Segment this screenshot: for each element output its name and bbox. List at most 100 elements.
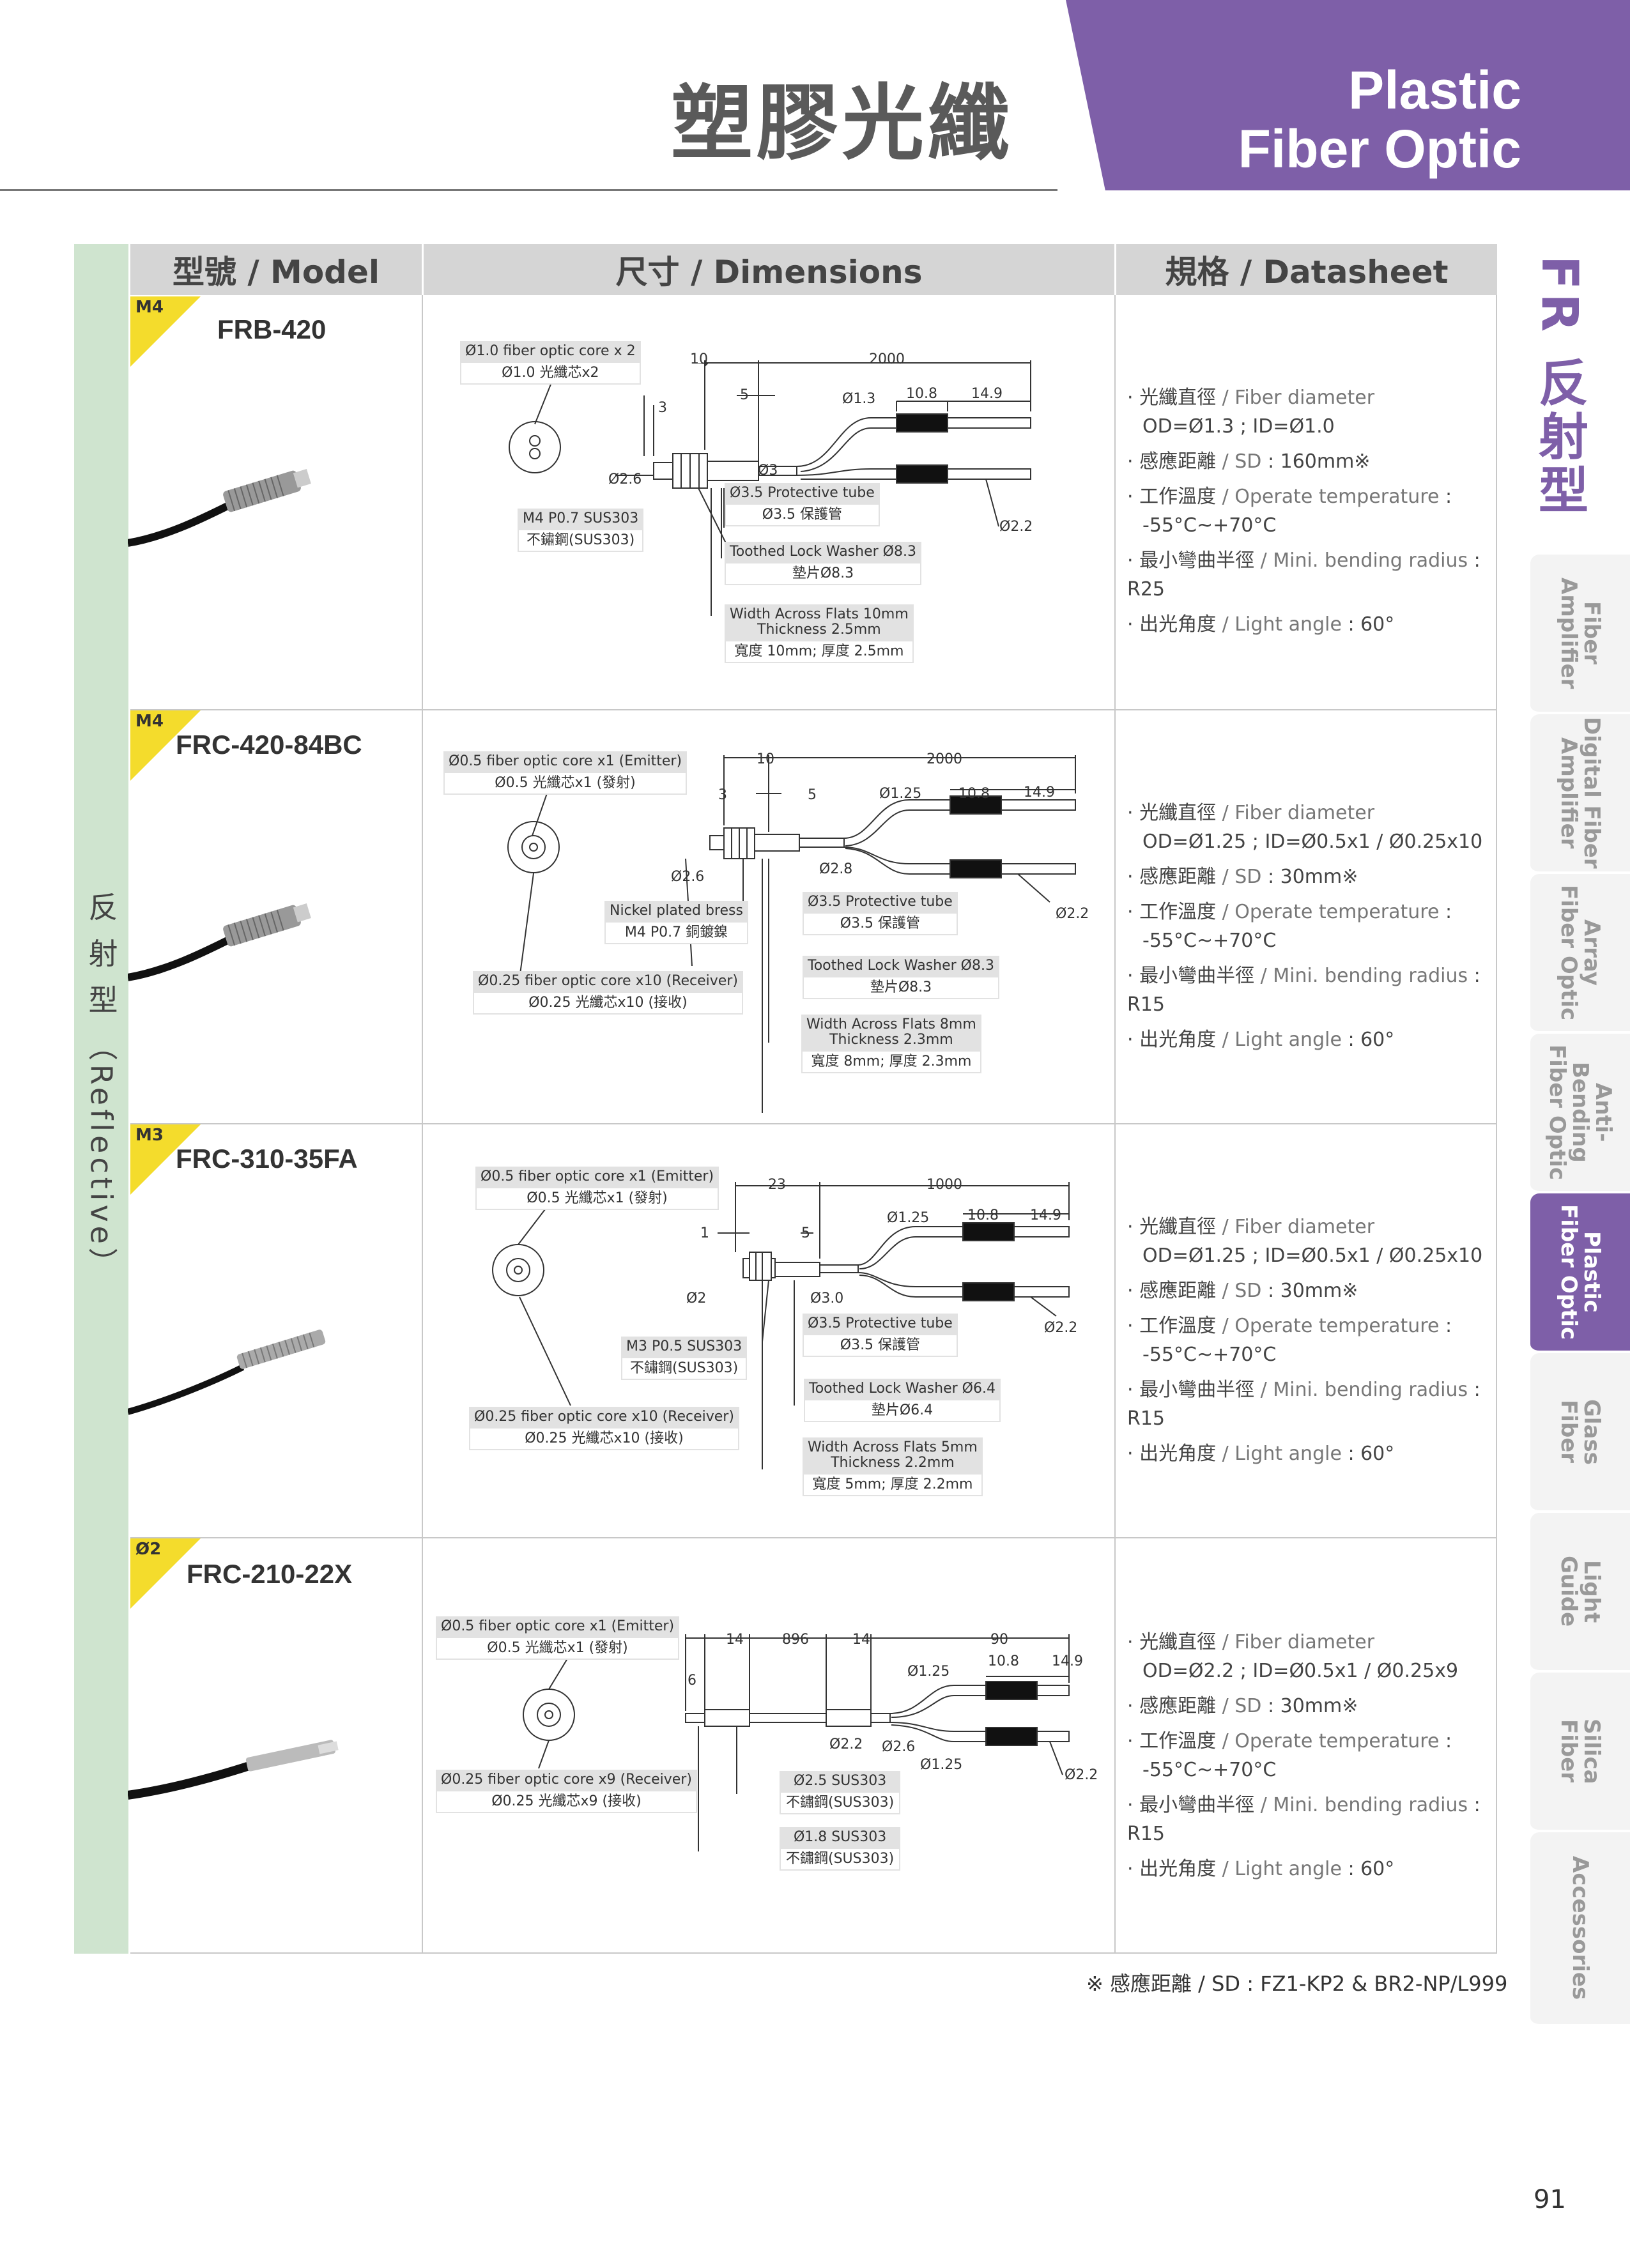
tab-accessories[interactable]: Accessories (1530, 1832, 1630, 2027)
dim-callout: Ø0.25 fiber optic core x9 (Receiver) Ø0.… (436, 1770, 697, 1813)
separator: / (1216, 1730, 1235, 1752)
spec-value: : R25 (1127, 549, 1480, 601)
spec-item: · 工作溫度 / Operate temperature :-55°C~+70°… (1127, 1727, 1491, 1784)
callout-line-2: Ø0.5 光纖芯x1 (發射) (475, 1187, 719, 1210)
section-title: FR 反射型 (1527, 256, 1591, 537)
spec-line: · 光纖直徑 / Fiber diameter (1127, 1213, 1491, 1241)
spec-value: : R15 (1127, 1794, 1480, 1845)
tab-anti-bending-fiber-optic[interactable]: Anti-Bending Fiber Optic (1530, 1034, 1630, 1193)
spec-label-cjk: 最小彎曲半徑 (1139, 965, 1255, 987)
bullet: · (1127, 1280, 1140, 1302)
thread-badge (130, 1538, 201, 1609)
category-label-text: 反 射 型 （Reflective） (84, 891, 119, 1281)
separator: / (1254, 965, 1273, 987)
dim-value: Ø2 (686, 1291, 707, 1306)
spec-label-en: Light angle (1234, 1029, 1342, 1051)
bullet: · (1127, 866, 1140, 888)
dim-value: 10 (690, 351, 708, 367)
tab-digital-fiber-amplifier[interactable]: Digital Fiber Amplifier (1530, 714, 1630, 874)
spec-item: · 感應距離 / SD : 30mm※ (1127, 1692, 1491, 1720)
grid-line (1114, 295, 1116, 1954)
dim-callout: Ø0.25 fiber optic core x10 (Receiver) Ø0… (469, 1407, 739, 1450)
spec-line: · 出光角度 / Light angle : 60° (1127, 1025, 1491, 1054)
callout-line-2: 寬度 8mm; 厚度 2.3mm (801, 1050, 981, 1073)
thread-badge (130, 1124, 201, 1195)
dim-value: 10.8 (967, 1207, 999, 1223)
dim-callout: Ø3.5 Protective tube Ø3.5 保護管 (725, 483, 880, 526)
callout-line-1: Nickel plated bress (604, 901, 748, 921)
spec-label-cjk: 感應距離 (1139, 1695, 1217, 1717)
tab-fiber-amplifier[interactable]: Fiber Amplifier (1530, 555, 1630, 714)
dim-callout: Width Across Flats 10mm Thickness 2.5mm … (725, 604, 914, 663)
dim-value: Ø1.25 (920, 1757, 963, 1773)
thread-badge (130, 296, 201, 367)
spec-label-en: Light angle (1234, 613, 1342, 636)
spec-item: · 最小彎曲半徑 / Mini. bending radius : R15 (1127, 1375, 1491, 1433)
bullet: · (1127, 1443, 1140, 1465)
dim-value: 14.9 (1052, 1653, 1083, 1669)
spec-item: · 工作溫度 / Operate temperature :-55°C~+70°… (1127, 898, 1491, 955)
dim-callout: Ø1.0 fiber optic core x 2 Ø1.0 光纖芯x2 (460, 341, 641, 385)
spec-line: · 工作溫度 / Operate temperature : (1127, 1312, 1491, 1340)
dim-value: Ø2.2 (1065, 1767, 1098, 1783)
dim-callout: M3 P0.5 SUS303 不鏽鋼(SUS303) (621, 1337, 748, 1380)
spec-label-en: Operate temperature (1234, 1730, 1440, 1752)
spec-item: · 出光角度 / Light angle : 60° (1127, 1855, 1491, 1883)
callout-line-1: Ø1.8 SUS303 (780, 1827, 901, 1848)
dim-value: 2000 (869, 351, 905, 367)
dim-callout: M4 P0.7 SUS303 不鏽鋼(SUS303) (518, 509, 644, 552)
spec-label-en: Fiber diameter (1234, 1216, 1375, 1238)
col-header-datasheet: 規格 / Datasheet (1116, 244, 1497, 295)
separator: / (1216, 1695, 1235, 1717)
tab-label: Light Guide (1556, 1556, 1604, 1627)
callout-line-1: Ø1.0 fiber optic core x 2 (460, 341, 641, 362)
spec-value: : (1439, 1315, 1452, 1337)
tab-label: Plastic Fiber Optic (1556, 1204, 1604, 1340)
dimension-drawing-frc-310-35fa (492, 1182, 1070, 1469)
dim-value: 6 (688, 1673, 696, 1689)
spec-label-cjk: 光纖直徑 (1139, 1216, 1217, 1238)
spec-label-en: Operate temperature (1234, 486, 1440, 508)
callout-line-1: Ø0.5 fiber optic core x1 (Emitter) (436, 1616, 680, 1637)
bullet: · (1127, 387, 1140, 409)
spec-value: : 30mm※ (1261, 866, 1358, 888)
bullet: · (1127, 1315, 1140, 1337)
dim-value: 90 (990, 1632, 1008, 1648)
spec-label-en: Mini. bending radius (1273, 1794, 1468, 1816)
bullet: · (1127, 486, 1140, 508)
dim-value: Ø2.6 (882, 1739, 916, 1755)
tab-plastic-fiber-optic[interactable]: Plastic Fiber Optic (1530, 1193, 1630, 1353)
dim-value: Ø2.6 (671, 869, 705, 885)
spec-item: · 感應距離 / SD : 30mm※ (1127, 862, 1491, 891)
bullet: · (1127, 1631, 1140, 1653)
tab-label: Array Fiber Optic (1556, 884, 1604, 1021)
grid-line (422, 295, 423, 1954)
dim-callout: Nickel plated bress M4 P0.7 銅鍍鎳 (604, 901, 748, 944)
dim-callout: Toothed Lock Washer Ø8.3 墊片Ø8.3 (803, 956, 999, 999)
dim-value: 10 (757, 751, 774, 767)
callout-line-2: 不鏽鋼(SUS303) (780, 1791, 901, 1814)
separator: / (1216, 1443, 1235, 1465)
separator: / (1216, 613, 1235, 636)
spec-line: · 出光角度 / Light angle : 60° (1127, 1855, 1491, 1883)
tab-array-fiber-optic[interactable]: Array Fiber Optic (1530, 874, 1630, 1034)
tab-glass-fiber[interactable]: Glass Fiber (1530, 1353, 1630, 1513)
callout-line-2: 墊片Ø8.3 (803, 976, 999, 999)
tab-light-guide[interactable]: Light Guide (1530, 1513, 1630, 1673)
bullet: · (1127, 450, 1140, 473)
spec-item: · 最小彎曲半徑 / Mini. bending radius : R15 (1127, 962, 1491, 1019)
product-photo-frc-420-84bc (128, 903, 311, 981)
spec-line: · 工作溫度 / Operate temperature : (1127, 898, 1491, 926)
spec-label-cjk: 光纖直徑 (1139, 1631, 1217, 1653)
product-photo-frc-310-35fa (128, 1329, 326, 1415)
callout-line-2: Ø1.0 光纖芯x2 (460, 362, 641, 385)
spec-label-cjk: 出光角度 (1139, 1029, 1217, 1051)
spec-line: · 光纖直徑 / Fiber diameter (1127, 799, 1491, 827)
spec-label-en: Light angle (1234, 1858, 1342, 1880)
tab-silica-fiber[interactable]: Silica Fiber (1530, 1673, 1630, 1832)
spec-label-cjk: 工作溫度 (1139, 901, 1217, 923)
bullet: · (1127, 802, 1140, 824)
